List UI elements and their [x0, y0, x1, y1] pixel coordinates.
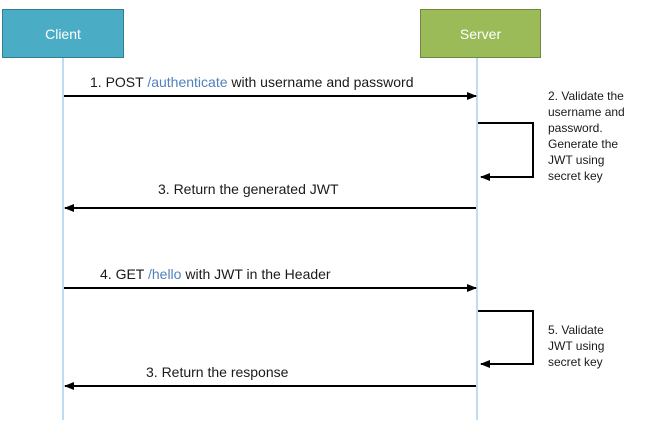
- message-number: 4. GET: [100, 266, 148, 282]
- message-text: with username and password: [227, 74, 414, 90]
- self-arrow-validate-credentials: [478, 122, 534, 181]
- server-label: Server: [459, 25, 502, 42]
- message-path: /authenticate: [147, 74, 228, 90]
- message-return-response: 3. Return the response: [146, 364, 289, 380]
- message-number: 1. POST: [90, 74, 148, 90]
- client-label: Client: [45, 25, 81, 42]
- message-path: /hello: [147, 266, 182, 282]
- server-actor-box: Server: [420, 9, 541, 58]
- message-authenticate: 1. POST /authenticate with username and …: [90, 74, 414, 90]
- message-text: with JWT in the Header: [181, 266, 331, 282]
- message-return-jwt: 3. Return the generated JWT: [158, 181, 339, 197]
- message-hello: 4. GET /hello with JWT in the Header: [100, 266, 331, 282]
- client-actor-box: Client: [2, 9, 124, 58]
- self-arrow-validate-jwt: [478, 310, 534, 368]
- note-validate-credentials: 2. Validate the username and password. G…: [548, 89, 625, 183]
- note-validate-jwt: 5. Validate JWT using secret key: [548, 323, 605, 369]
